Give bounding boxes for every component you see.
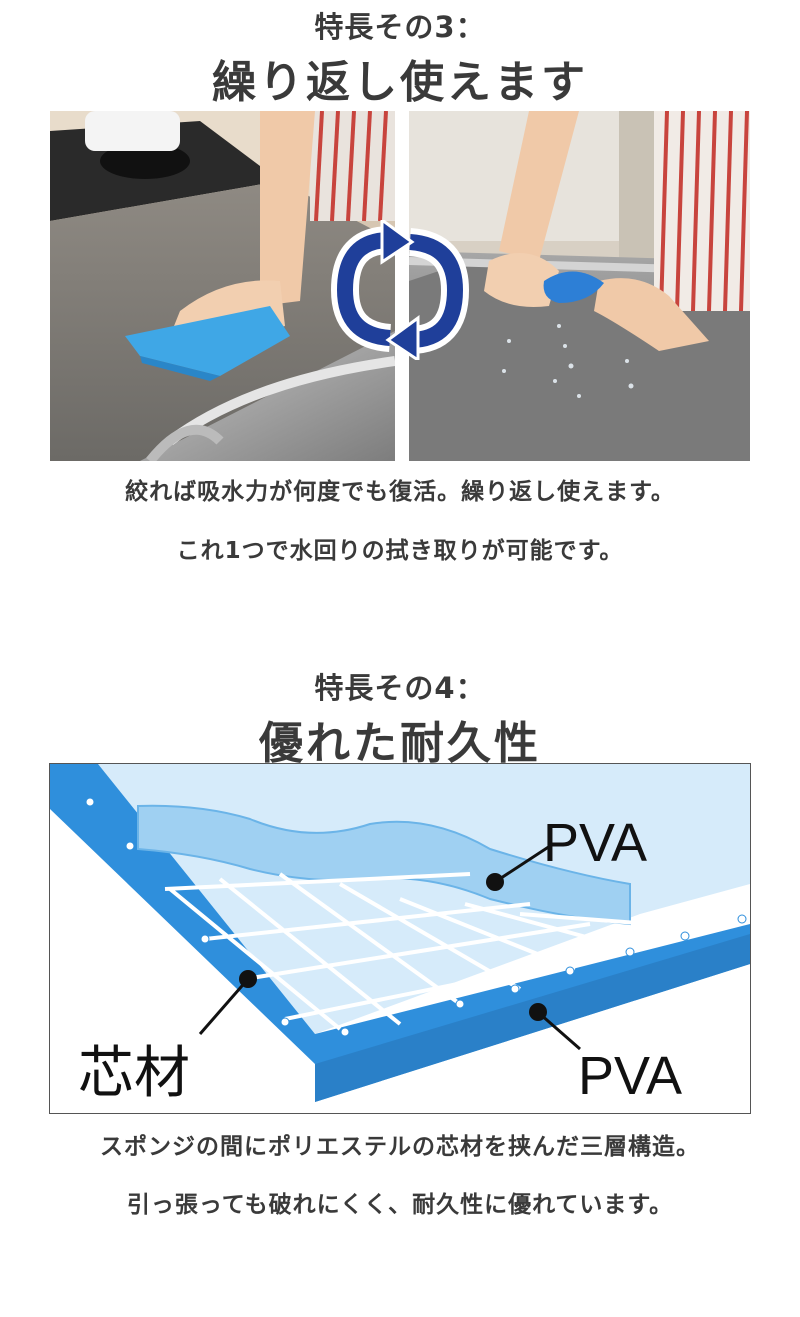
cycle-arrows-icon [320,217,480,363]
pva-bottom-label: PVA [578,1046,682,1106]
feature3-desc-1: 絞れば吸水力が何度でも復活。繰り返し使えます。 [125,479,675,505]
feature3-title: 繰り返し使えます [212,57,588,108]
feature4-desc-2: 引っ張っても破れにくく、耐久性に優れています。 [126,1192,674,1218]
pva-top-label: PVA [543,813,647,873]
feature4-desc-1: スポンジの間にポリエステルの芯材を挟んだ三層構造。 [100,1134,700,1160]
three-layer-diagram: PVA PVA 芯材 [49,763,751,1114]
wiping-counter-photo [50,111,395,461]
feature4-title: 優れた耐久性 [259,718,541,769]
feature3-desc-2: これ1つで水回りの拭き取りが可能です。 [176,538,624,564]
feature4-subtitle: 特長その4： [314,671,486,705]
feature3-subtitle: 特長その3： [314,10,486,44]
core-label: 芯材 [78,1041,190,1106]
